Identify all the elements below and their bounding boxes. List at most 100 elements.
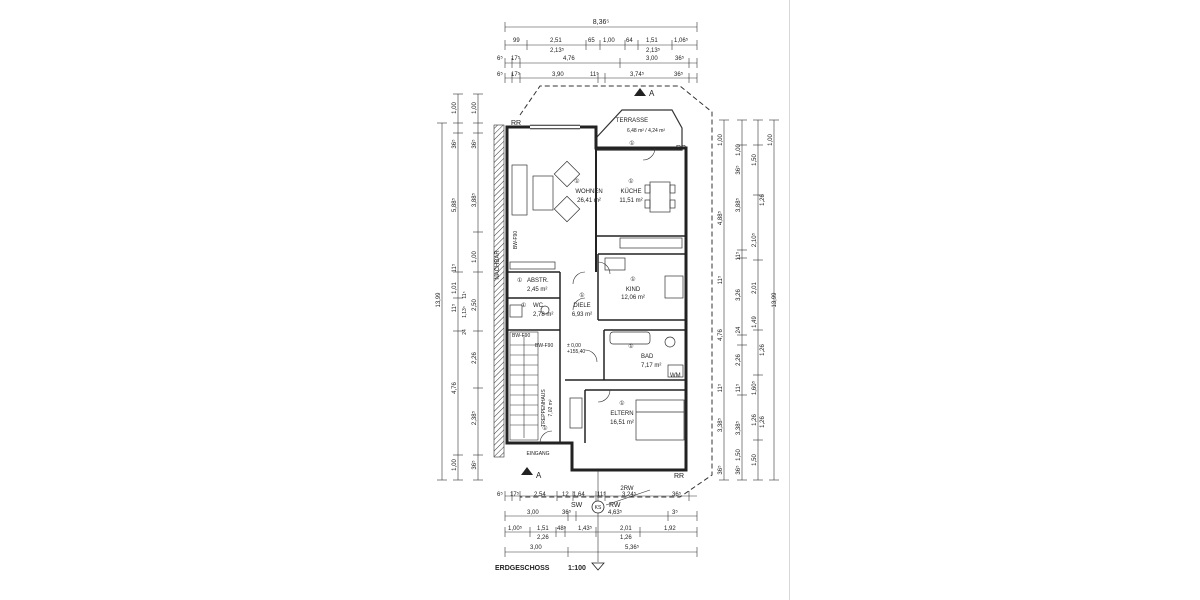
dim-left-o4: 11⁵ [451, 263, 458, 272]
dim-top-6: 1,51 [646, 38, 658, 44]
dim-r2-1: 6⁵ [497, 55, 503, 62]
dim-right-i7: 2,26 [736, 354, 742, 366]
bdim-r2-1: 3,00 [527, 510, 539, 516]
dim-left-i6: 2,26 [472, 352, 478, 364]
kind-num: ① [630, 276, 635, 283]
dim-right-c4: 2,01 [752, 282, 758, 294]
dim-left-i7: 2,38⁵ [471, 410, 478, 425]
drawing-scale: 1:100 [568, 565, 586, 572]
dim-top-7: 1,06⁵ [674, 37, 689, 44]
eltern-num: ① [619, 400, 624, 407]
svg-text:KS: KS [595, 505, 602, 511]
dim-right-i11: 36⁵ [735, 465, 742, 475]
dim-r2-3: 4,76 [563, 56, 575, 62]
dim-left-o2: 36⁵ [451, 139, 458, 149]
dim-r3-3: 3,90 [552, 72, 564, 78]
dim-left-o5: 1,01 [452, 282, 458, 294]
wohnen-area: 26,41 m² [577, 198, 601, 204]
bdim-r3-sub-1: 2,26 [537, 535, 549, 541]
furniture [509, 160, 685, 441]
dim-left-i8: 36⁵ [471, 460, 478, 470]
dim-top-5: 64 [626, 38, 633, 44]
dim-top-sub-1: 2,13⁵ [550, 47, 565, 54]
level-label: +155,40 [567, 349, 585, 355]
bdim-r1-4: 12 [562, 492, 569, 498]
dim-left-i1: 1,00 [472, 102, 478, 114]
wm-label: WM [670, 373, 681, 379]
dim-left-x1: 11⁵ [462, 291, 468, 298]
dim-left-o6: 11⁵ [451, 303, 458, 312]
top-dimension-chains [504, 22, 698, 83]
diele-num: ① [579, 292, 584, 299]
bdim-r3-4: 1,43⁵ [578, 525, 593, 532]
bdim-r4-2: 5,36⁵ [625, 544, 640, 551]
bw-label-2: BW-F90 [512, 333, 530, 339]
dim-top-3: 65 [588, 38, 595, 44]
dim-right-i4: 11⁵ [735, 251, 742, 260]
right-dimension-chains [719, 119, 779, 481]
kueche-area: 11,51 m² [619, 198, 642, 204]
bottom-dimension-chains [504, 470, 698, 562]
dim-right-c8: 1,50 [752, 454, 758, 466]
bdim-r1-6: 11⁵ [597, 491, 606, 498]
dim-r3-5: 3,74⁵ [630, 71, 645, 78]
dim-r3-1: 6⁵ [497, 71, 503, 78]
building-walls [505, 124, 688, 472]
dim-right-i10: 1,50 [736, 449, 742, 461]
svg-text:A: A [649, 89, 655, 98]
bdim-r3-sub-2: 1,26 [620, 535, 632, 541]
dim-left-i2: 36⁵ [471, 139, 478, 149]
bdim-r2-2: 36⁵ [562, 509, 572, 516]
wohnen-num: ① [574, 178, 579, 185]
drawing-title: ERDGESCHOSS [495, 565, 550, 572]
dim-left-o1: 1,00 [452, 102, 458, 114]
treppe-area: 7,02 m² [548, 399, 554, 416]
dim-left-overall: 13,99 [436, 292, 442, 308]
dim-right-o6: 3,38⁵ [717, 417, 724, 432]
diele-area: 6,93 m² [572, 312, 592, 318]
door-swings [539, 147, 656, 444]
dim-right-c5: 1,49 [752, 316, 758, 328]
bdim-r3-5: 2,01 [620, 526, 632, 532]
dim-right-c3: 2,10⁵ [751, 232, 758, 247]
bdim-r1-1: 6⁵ [497, 491, 503, 498]
treppe-num: ① [542, 425, 547, 432]
svg-text:A: A [536, 471, 542, 480]
dim-r2-5: 36⁵ [675, 55, 685, 62]
dim-top-4: 1,00 [603, 38, 615, 44]
dim-left-i5: 2,50 [472, 299, 478, 311]
dim-left-i4: 1,00 [472, 251, 478, 263]
wc-area: 2,78 m² [533, 312, 553, 318]
dim-right-overall: 13,99 [772, 292, 778, 308]
dim-left-x3: 24 [462, 329, 468, 335]
rr-marker-se: RR [674, 473, 684, 480]
dim-right-d1: 1,00 [768, 134, 774, 146]
dim-top-1: 99 [513, 38, 520, 44]
dim-top-2: 2,51 [550, 38, 562, 44]
abstr-area: 2,45 m² [527, 287, 547, 293]
dim-right-c2: 1,26 [760, 194, 766, 206]
eltern-area: 16,51 m² [610, 420, 634, 426]
kind-label: KIND [626, 287, 641, 293]
kueche-label: KÜCHE [620, 188, 641, 195]
elevation-label: ± 0,00 [567, 343, 581, 349]
dim-right-i3: 3,88⁵ [735, 197, 742, 212]
dim-left-x2: 1,13⁵ [462, 306, 468, 318]
diele-label: DIELE [573, 303, 590, 309]
entrance-label: EINGANG [526, 451, 549, 457]
bdim-r1-8: 36⁵ [672, 491, 682, 498]
bdim-r1-3: 2,54 [534, 492, 546, 498]
eltern-label: ELTERN [610, 411, 633, 417]
bdim-r2-4: 3⁵ [672, 509, 678, 516]
dim-r2-2: 17⁵ [511, 55, 521, 62]
sw-label: SW [571, 502, 583, 509]
two-rw-label: 2RW [620, 486, 634, 492]
treppe-label: TREPPENHAUS [541, 389, 547, 427]
dim-right-o7: 36⁵ [717, 465, 724, 475]
staircase [509, 331, 539, 441]
dim-r2-4: 3,00 [646, 56, 658, 62]
dim-right-d2: 1,26 [760, 344, 766, 356]
rr-marker-nw: RR [511, 120, 521, 127]
